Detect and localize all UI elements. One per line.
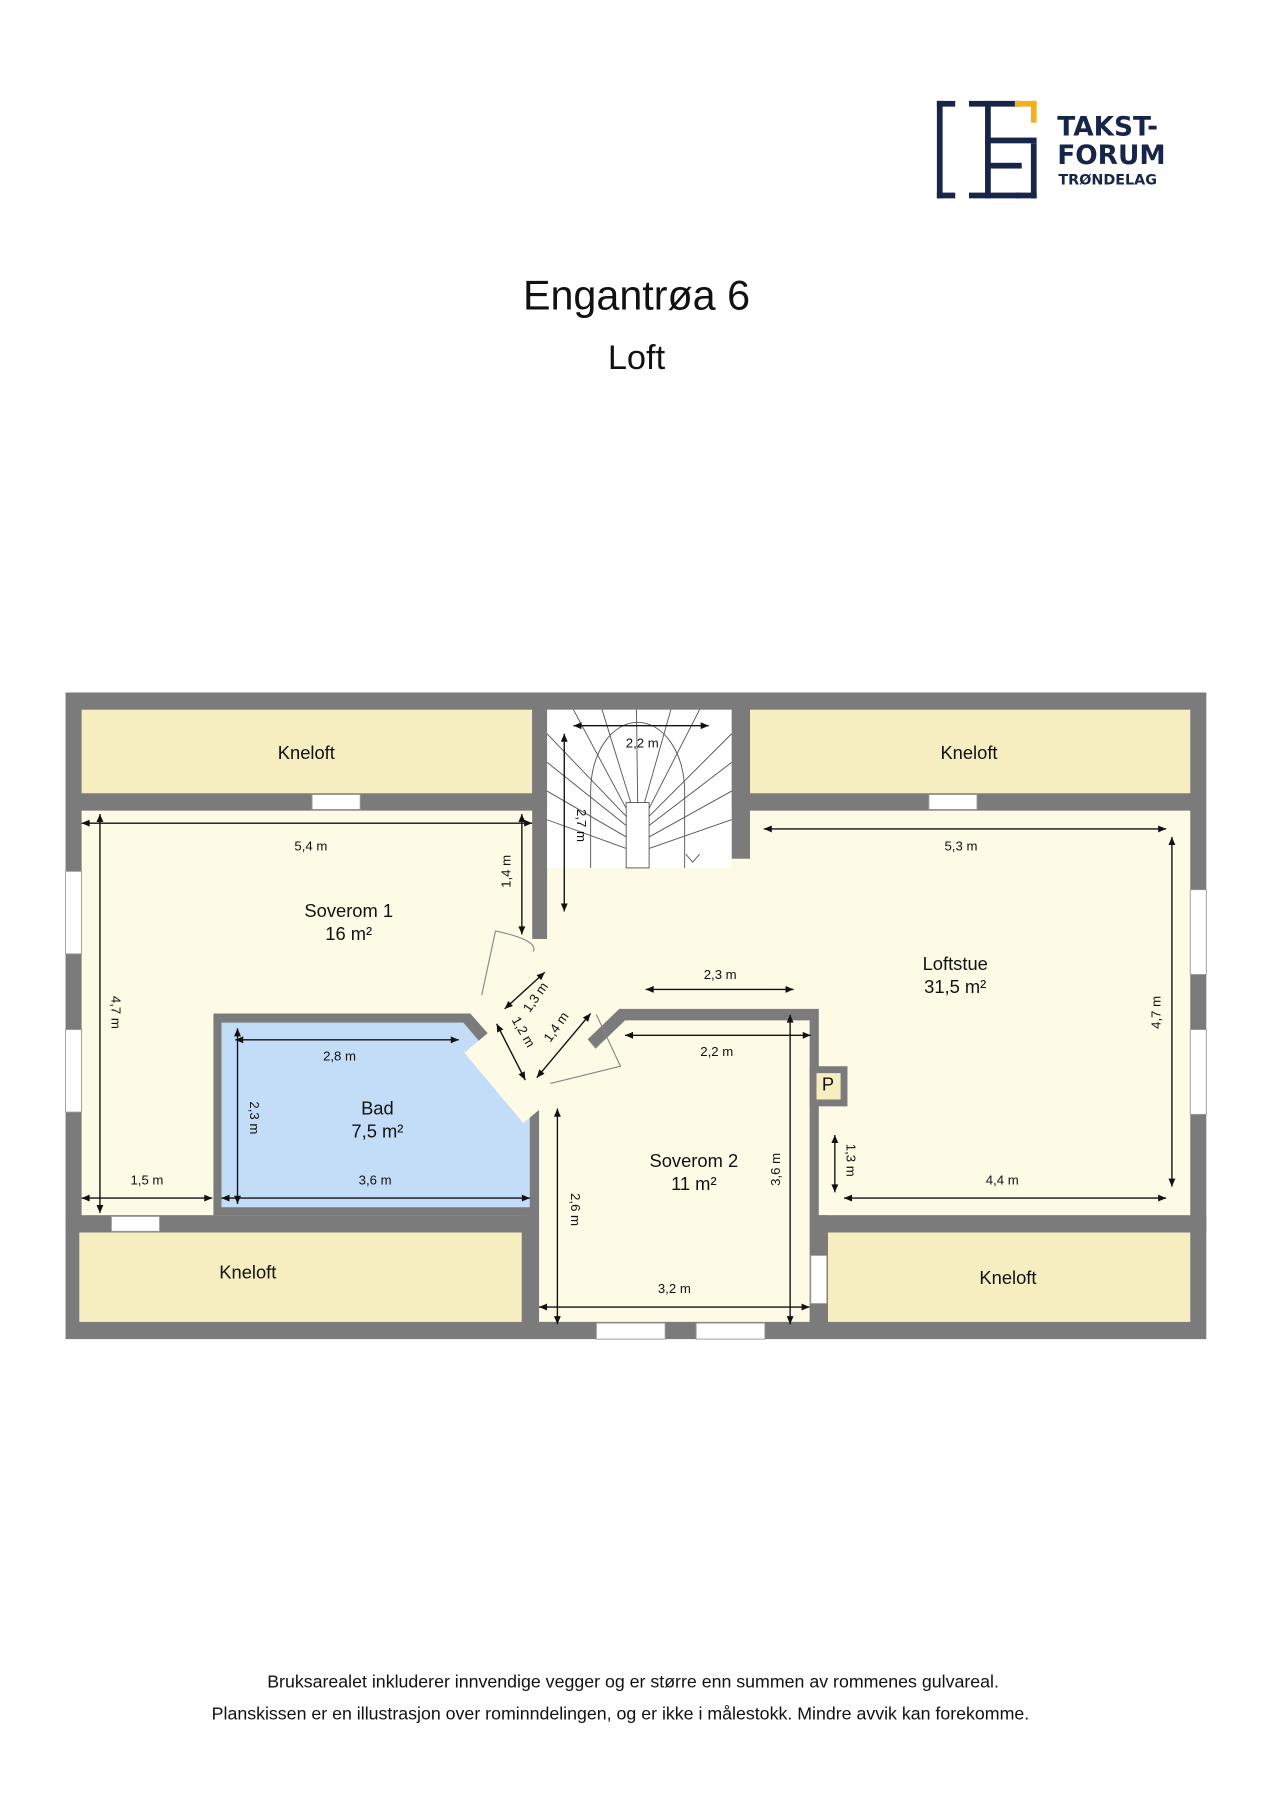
kneloft-label: Kneloft (940, 742, 997, 763)
kneloft-bottom-right (827, 1232, 1191, 1322)
dimension-arrowhead (450, 1036, 459, 1044)
soverom1-area: 16 m² (325, 923, 372, 944)
dimension-arrowhead (524, 819, 533, 827)
dimension-arrowhead (786, 1316, 794, 1325)
kneloft-top-left (81, 709, 533, 794)
dimension-arrowhead (96, 1204, 104, 1213)
dimension-arrowhead (553, 1316, 561, 1325)
kneloft-label: Kneloft (278, 742, 335, 763)
dimension-arrowhead (844, 1194, 853, 1202)
dimension-arrowhead (81, 1194, 90, 1202)
dimension-arrowhead (625, 1031, 634, 1039)
dim-label: 3,2 m (658, 1281, 691, 1296)
dim-label: 5,4 m (294, 839, 327, 854)
kneloft-top-right (750, 709, 1191, 794)
dimension-line (504, 971, 546, 1010)
kneloft-label: Kneloft (219, 1261, 276, 1282)
bad-label: Bad (361, 1097, 394, 1118)
dimension-arrowhead (1158, 1194, 1167, 1202)
dimension-arrowhead (802, 1031, 811, 1039)
logo-line3: TRØNDELAG (1058, 173, 1157, 189)
dim-label: 1,4 m (498, 855, 513, 888)
dimension-arrowhead (831, 1135, 839, 1144)
dimension-lines (81, 722, 1176, 1325)
soverom1-label: Soverom 1 (304, 900, 393, 921)
soverom2-label: Soverom 2 (650, 1150, 739, 1171)
dimension-arrowhead (801, 1303, 810, 1311)
dim-label: 4,7 m (108, 996, 123, 1029)
logo-line1: TAKST- (1057, 112, 1158, 142)
soverom2-floor (539, 1020, 810, 1322)
p-label: P (822, 1073, 834, 1094)
dimension-arrowhead (1168, 836, 1176, 845)
dimension-arrowhead (518, 926, 526, 935)
dimension-arrowhead (539, 1303, 548, 1311)
dimension-arrowhead (518, 1071, 526, 1080)
dim-label: 3,6 m (768, 1153, 783, 1186)
dimension-arrowhead (536, 972, 545, 981)
footer-line1: Bruksarealet inkluderer innvendige vegge… (267, 1672, 999, 1692)
dimension-arrowhead (204, 1194, 213, 1202)
bathroom-floor (221, 1022, 530, 1208)
dim-label: 1,5 m (130, 1172, 163, 1187)
dimension-arrowhead (1168, 1178, 1176, 1187)
dimension-arrowhead (573, 722, 582, 730)
dimension-arrowhead (560, 733, 568, 742)
kneloft-bottom-left (79, 1232, 522, 1322)
bad-area: 7,5 m² (351, 1120, 403, 1141)
soverom2-area: 11 m² (671, 1173, 716, 1194)
dimension-arrowhead (96, 814, 104, 823)
page-subtitle: Loft (608, 339, 666, 377)
dimension-arrowhead (81, 819, 90, 827)
loftstue-area: 31,5 m² (924, 976, 986, 997)
dim-label: 2,3 m (247, 1101, 262, 1134)
loftstue-label: Loftstue (923, 953, 988, 974)
dim-label: 2,2 m (626, 736, 659, 751)
dimension-arrowhead (521, 1194, 530, 1202)
page-title: Engantrøa 6 (523, 273, 750, 319)
dimension-arrowhead (582, 1013, 591, 1022)
logo-line2: FORUM (1057, 141, 1165, 171)
dimension-arrowhead (553, 1108, 561, 1117)
dim-label: 3,6 m (359, 1172, 392, 1187)
dimension-arrowhead (518, 814, 526, 823)
dimension-arrowhead (831, 1184, 839, 1193)
dim-label: 2,2 m (700, 1044, 733, 1059)
dimension-arrowhead (221, 1194, 230, 1202)
dim-label: 4,7 m (1148, 996, 1163, 1029)
dim-label: 2,6 m (568, 1193, 583, 1226)
dimension-arrowhead (504, 1000, 513, 1009)
dim-label: 2,3 m (704, 967, 737, 982)
dimension-arrowhead (560, 903, 568, 912)
dimension-arrowhead (234, 1195, 241, 1204)
floorplan: Kneloft Kneloft Kneloft Kneloft Soverom … (65, 692, 1207, 1340)
dimension-line (536, 1013, 592, 1079)
dim-label: 2,8 m (323, 1049, 356, 1064)
dimension-arrowhead (536, 1069, 545, 1078)
dimension-arrowhead (1158, 825, 1167, 833)
dimension-arrowhead (786, 1014, 794, 1023)
footer-line2: Planskissen er en illustrasjon over romi… (212, 1704, 1030, 1724)
kneloft-label: Kneloft (979, 1267, 1036, 1288)
dim-label: 2,7 m (574, 809, 589, 842)
dimension-arrowhead (700, 722, 709, 730)
dimension-arrowhead (234, 1028, 241, 1037)
dimension-arrowhead (235, 1036, 244, 1044)
dimension-arrowhead (763, 825, 772, 833)
dim-label: 1,3 m (843, 1144, 858, 1177)
dimension-arrowhead (785, 985, 794, 993)
dimension-arrowhead (645, 985, 654, 993)
dim-label: 4,4 m (986, 1172, 1019, 1187)
dimension-line (496, 1023, 526, 1081)
dim-label: 5,3 m (944, 839, 977, 854)
takstforum-logo: TAKST- FORUM TRØNDELAG (936, 100, 1166, 199)
dimension-arrowhead (496, 1023, 504, 1033)
staircase (546, 709, 732, 869)
